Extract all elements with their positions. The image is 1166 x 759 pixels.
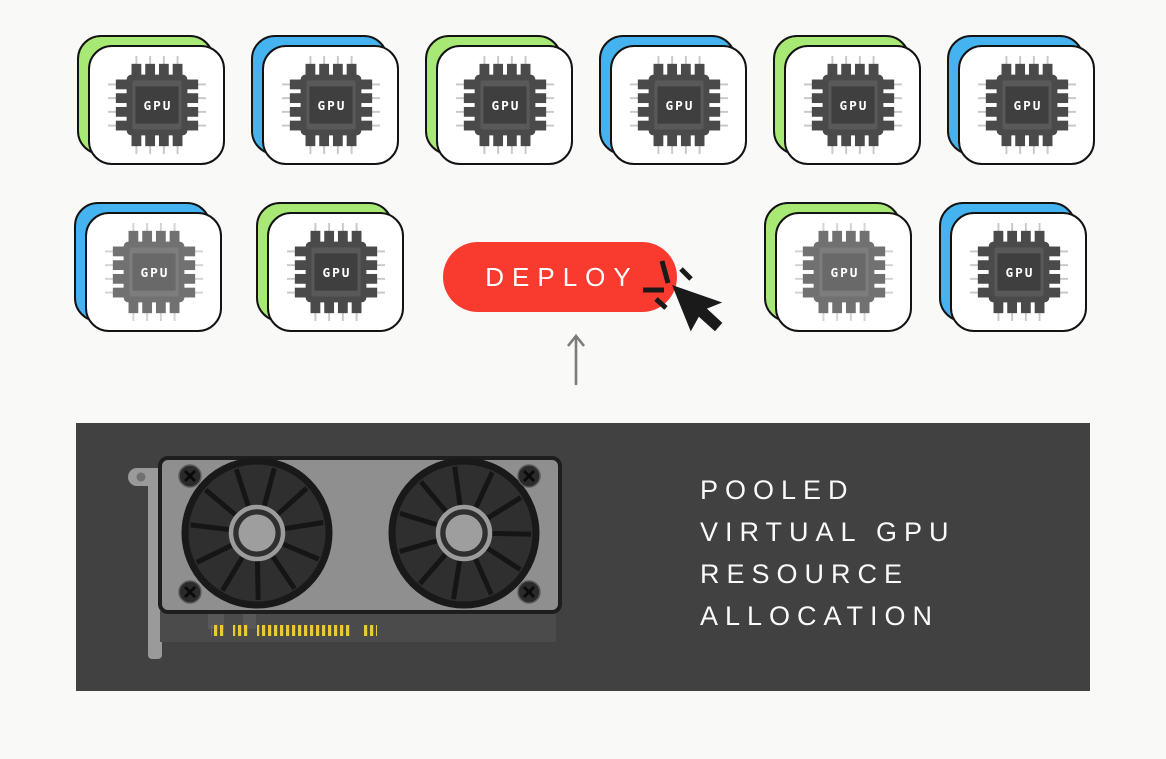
gpu-chip-icon: GPU bbox=[629, 56, 728, 154]
gpu-chip-icon: GPU bbox=[286, 223, 385, 321]
gpu-card: GPU bbox=[251, 35, 399, 165]
gpu-chip-icon: GPU bbox=[969, 223, 1068, 321]
gpu-chip-icon: GPU bbox=[977, 56, 1076, 154]
gpu-card: GPU bbox=[939, 202, 1087, 332]
cursor-click-icon bbox=[643, 260, 723, 332]
up-arrow-icon bbox=[566, 333, 586, 385]
panel-caption: POOLED VIRTUAL GPU RESOURCE ALLOCATION bbox=[700, 469, 956, 637]
pooled-gpu-panel: POOLED VIRTUAL GPU RESOURCE ALLOCATION bbox=[76, 423, 1090, 691]
pcie-pins bbox=[211, 625, 377, 636]
gpu-card: GPU bbox=[947, 35, 1095, 165]
screws bbox=[178, 464, 541, 604]
gpu-chip-label: GPU bbox=[830, 266, 859, 281]
gpu-chip-label: GPU bbox=[665, 99, 694, 114]
gpu-card-face: GPU bbox=[610, 45, 747, 165]
caption-line: ALLOCATION bbox=[700, 601, 940, 631]
gpu-card: GPU bbox=[74, 202, 222, 332]
gpu-card: GPU bbox=[764, 202, 912, 332]
gpu-chip-label: GPU bbox=[491, 99, 520, 114]
gpu-card-face: GPU bbox=[88, 45, 225, 165]
gpu-chip-icon: GPU bbox=[104, 223, 203, 321]
gpu-card-face: GPU bbox=[262, 45, 399, 165]
deploy-button[interactable]: DEPLOY bbox=[443, 242, 677, 312]
gpu-card: GPU bbox=[77, 35, 225, 165]
pcb-strip bbox=[160, 611, 556, 642]
gpu-card-face: GPU bbox=[267, 212, 404, 332]
gpu-card: GPU bbox=[599, 35, 747, 165]
gpu-chip-icon: GPU bbox=[107, 56, 206, 154]
fan-left bbox=[181, 457, 333, 609]
gpu-chip-label: GPU bbox=[317, 99, 346, 114]
gpu-card-face: GPU bbox=[950, 212, 1087, 332]
gpu-card-face: GPU bbox=[436, 45, 573, 165]
gpu-chip-label: GPU bbox=[1013, 99, 1042, 114]
gpu-card-face: GPU bbox=[775, 212, 912, 332]
gpu-card: GPU bbox=[773, 35, 921, 165]
graphics-card-illustration bbox=[128, 456, 562, 659]
gpu-chip-icon: GPU bbox=[794, 223, 893, 321]
gpu-chip-label: GPU bbox=[140, 266, 169, 281]
gpu-chip-label: GPU bbox=[143, 99, 172, 114]
gpu-card: GPU bbox=[256, 202, 404, 332]
gpu-chip-label: GPU bbox=[839, 99, 868, 114]
gpu-chip-icon: GPU bbox=[281, 56, 380, 154]
gpu-card-face: GPU bbox=[784, 45, 921, 165]
gpu-chip-label: GPU bbox=[1005, 266, 1034, 281]
fan-right bbox=[388, 457, 540, 609]
gpu-chip-icon: GPU bbox=[803, 56, 902, 154]
bracket-hole bbox=[136, 472, 146, 482]
caption-line: RESOURCE bbox=[700, 559, 910, 589]
caption-line: POOLED bbox=[700, 475, 855, 505]
gpu-chip-icon: GPU bbox=[455, 56, 554, 154]
gpu-card: GPU bbox=[425, 35, 573, 165]
gpu-card-face: GPU bbox=[85, 212, 222, 332]
gpu-card-face: GPU bbox=[958, 45, 1095, 165]
caption-line: VIRTUAL GPU bbox=[700, 517, 956, 547]
gpu-chip-label: GPU bbox=[322, 266, 351, 281]
